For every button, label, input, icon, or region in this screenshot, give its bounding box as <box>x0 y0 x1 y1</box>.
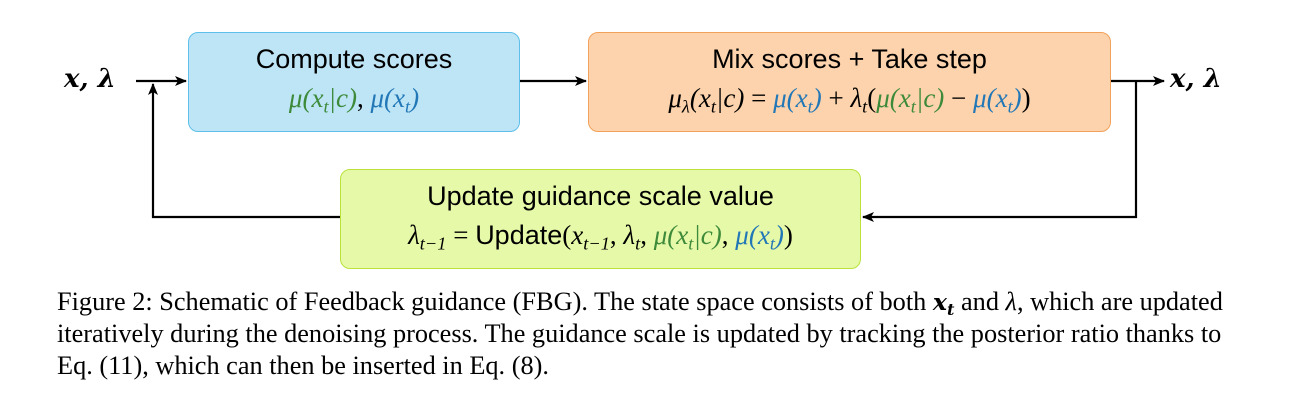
output-state-label: x, λ <box>1170 64 1222 94</box>
compute-scores-title: Compute scores <box>255 44 453 74</box>
update-guidance-title: Update guidance scale value <box>427 181 774 211</box>
arrow-feedback-to-update <box>862 81 1138 222</box>
input-state-label: x, λ <box>64 64 116 94</box>
update-guidance-equation: λt−1 = Update(xt−1, λt, μ(xt|c), μ(xt)) <box>408 220 793 254</box>
mix-scores-title: Mix scores + Take step <box>712 44 987 74</box>
unconditional-score: μ(xt) <box>370 83 420 117</box>
compute-scores-box: Compute scores μ(xt|c), μ(xt) <box>188 32 520 132</box>
arrow-update-to-input <box>148 83 340 219</box>
update-guidance-box: Update guidance scale value λt−1 = Updat… <box>340 169 861 269</box>
compute-scores-equation: μ(xt|c), μ(xt) <box>288 83 420 117</box>
mix-scores-box: Mix scores + Take step μλ(xt|c) = μ(xt) … <box>588 32 1111 132</box>
figure-caption: Figure 2: Schematic of Feedback guidance… <box>57 287 1223 380</box>
conditional-score: μ(xt|c) <box>288 83 357 117</box>
mix-scores-equation: μλ(xt|c) = μ(xt) + λt(μ(xt|c) − μ(xt)) <box>668 83 1031 117</box>
update-function-name: Update <box>475 220 563 250</box>
